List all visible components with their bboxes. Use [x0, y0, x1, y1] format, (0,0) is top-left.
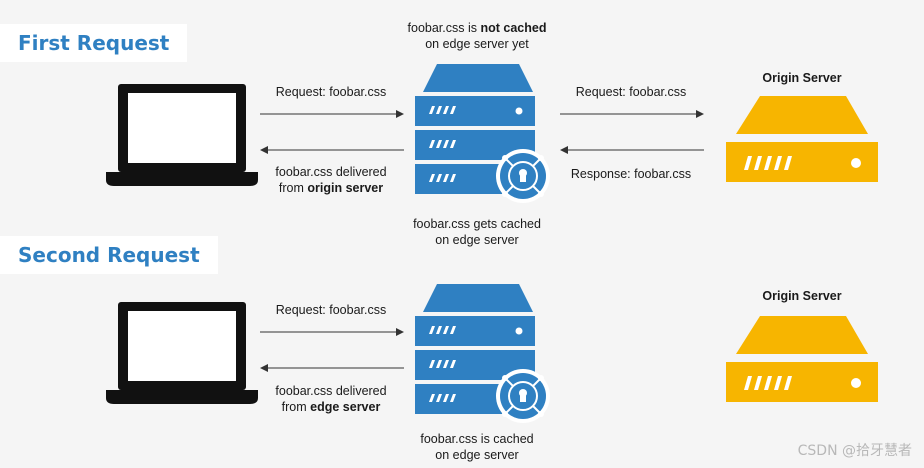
origin-server-icon [726, 316, 878, 402]
origin-server-title: Origin Server [762, 71, 842, 85]
origin-server-icon [726, 96, 878, 182]
arrow-right-icon [560, 110, 704, 118]
edge-to-origin-request-label: Request: foobar.css [575, 85, 687, 99]
arrow-left-icon [260, 364, 404, 372]
edge-is-cached-note: foobar.css is cached on edge server [420, 432, 534, 462]
edge-gets-cached-note: foobar.css gets cached on edge server [413, 217, 541, 247]
edge-server-icon [415, 64, 550, 203]
client-request-label: Request: foobar.css [275, 85, 387, 99]
arrow-right-icon [260, 328, 404, 336]
client-request-label: Request: foobar.css [275, 303, 387, 317]
arrow-left-icon [260, 146, 404, 154]
origin-server-title: Origin Server [762, 289, 842, 303]
first-request-title: First Request [0, 24, 188, 62]
origin-response-label: Response: foobar.css [570, 167, 692, 181]
delivered-from-edge-label: foobar.css delivered from edge server [275, 384, 387, 414]
second-request-title: Second Request [0, 236, 218, 274]
watermark: CSDN @拾牙慧者 [797, 443, 912, 459]
edge-server-icon [415, 284, 550, 423]
laptop-icon [106, 84, 258, 186]
laptop-icon [106, 302, 258, 404]
arrow-left-icon [560, 146, 704, 154]
arrow-right-icon [260, 110, 404, 118]
delivered-from-origin-label: foobar.css delivered from origin server [275, 165, 387, 195]
edge-not-cached-note: foobar.css is not cached on edge server … [407, 21, 547, 51]
